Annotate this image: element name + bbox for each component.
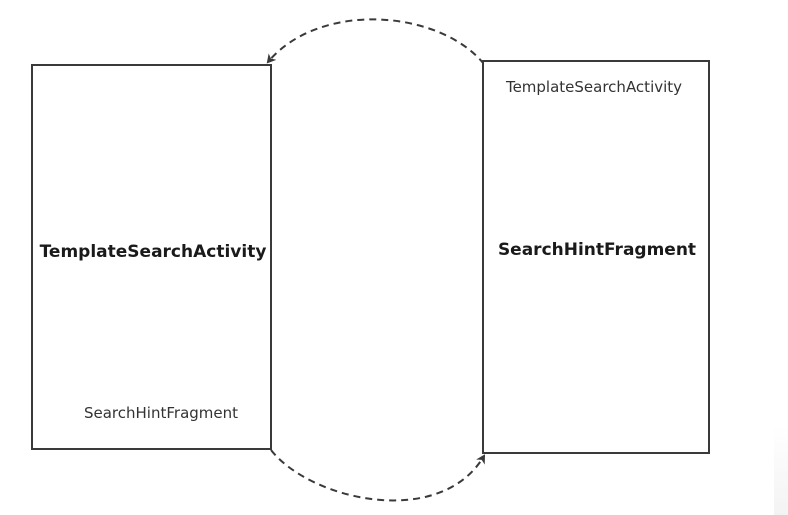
node-title: TemplateSearchActivity <box>39 242 267 262</box>
node-template-search-activity: TemplateSearchActivity SearchHintFragmen… <box>31 64 272 450</box>
node-search-hint-fragment: TemplateSearchActivity SearchHintFragmen… <box>482 60 710 454</box>
edge-right-to-left <box>266 18 485 65</box>
node-subtitle: SearchHintFragment <box>83 404 239 422</box>
node-title: SearchHintFragment <box>497 240 697 260</box>
edge-shadow <box>774 425 788 515</box>
edge-left-to-right <box>270 449 486 502</box>
node-subtitle: TemplateSearchActivity <box>505 78 683 96</box>
